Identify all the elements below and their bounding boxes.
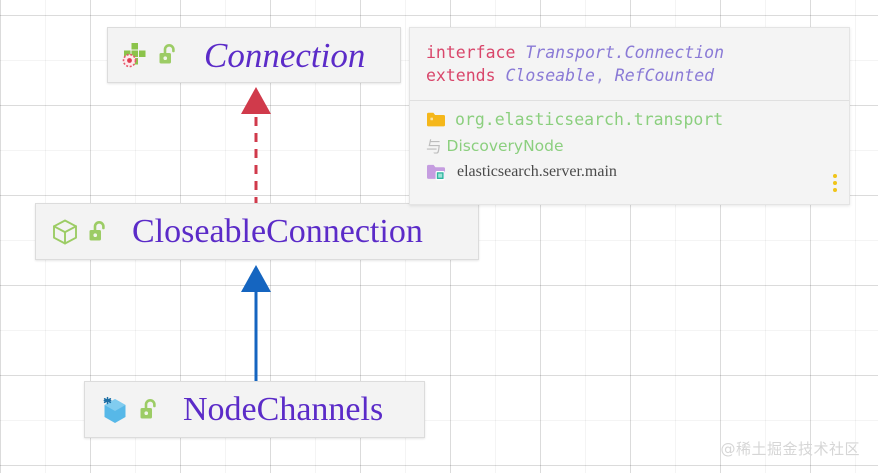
class-node-node-channels-label: NodeChannels xyxy=(183,390,384,428)
unlocked-padlock-icon xyxy=(86,219,110,245)
metadata-block: org.elasticsearch.transport 与 DiscoveryN… xyxy=(410,101,849,204)
class-node-closeable-connection-label: CloseableConnection xyxy=(132,212,423,250)
edge-generalization-nodechannels-to-closeable[interactable] xyxy=(230,262,282,384)
class-node-closeable-connection[interactable]: CloseableConnection xyxy=(35,203,479,260)
unlocked-padlock-icon xyxy=(137,397,161,423)
popup-divider xyxy=(410,99,849,101)
module-name: elasticsearch.server.main xyxy=(457,162,617,180)
signature-space-2 xyxy=(496,66,506,85)
node-closeable-icons xyxy=(50,217,110,247)
related-node-row[interactable]: 与 DiscoveryNode xyxy=(426,135,833,157)
package-name: org.elasticsearch.transport xyxy=(455,109,724,129)
folder-icon xyxy=(426,111,446,128)
signature-type-name: Transport.Connection xyxy=(525,43,725,62)
unlocked-padlock-icon xyxy=(156,42,180,68)
documentation-popup[interactable]: interface Transport.Connection extends Cl… xyxy=(409,27,850,205)
watermark-text: @稀土掘金技术社区 xyxy=(720,440,860,458)
more-dot-2 xyxy=(833,181,837,185)
interface-icon xyxy=(120,40,150,70)
signature-space xyxy=(515,43,525,62)
final-class-hexagon-icon xyxy=(99,395,131,425)
class-node-connection-label: Connection xyxy=(204,35,366,75)
signature-supertype-1: Closeable xyxy=(505,66,595,86)
signature-keyword-extends: extends xyxy=(426,66,496,86)
realization-arrowhead xyxy=(241,87,271,114)
abstract-class-cube-icon xyxy=(50,217,80,247)
module-folder-icon xyxy=(426,163,448,181)
node-connection-icons xyxy=(120,40,180,70)
module-row[interactable]: elasticsearch.server.main xyxy=(426,163,833,181)
class-node-connection[interactable]: Connection xyxy=(107,27,401,83)
signature-keyword-interface: interface xyxy=(426,43,516,62)
more-dot-1 xyxy=(833,174,837,178)
signature-separator: , xyxy=(594,66,615,86)
generalization-arrowhead xyxy=(241,265,271,292)
related-node-name: DiscoveryNode xyxy=(446,136,564,155)
more-vertical-icon[interactable] xyxy=(833,174,837,192)
node-nodechannels-icons xyxy=(99,395,161,425)
signature-block: interface Transport.Connection extends Cl… xyxy=(410,28,849,100)
more-dot-3 xyxy=(833,188,837,192)
class-node-node-channels[interactable]: NodeChannels xyxy=(84,381,425,438)
package-row[interactable]: org.elasticsearch.transport xyxy=(426,110,833,129)
related-prefix-label: 与 xyxy=(426,137,442,156)
edge-realization-closeable-to-connection[interactable] xyxy=(230,84,282,206)
signature-supertype-2: RefCounted xyxy=(614,66,715,86)
